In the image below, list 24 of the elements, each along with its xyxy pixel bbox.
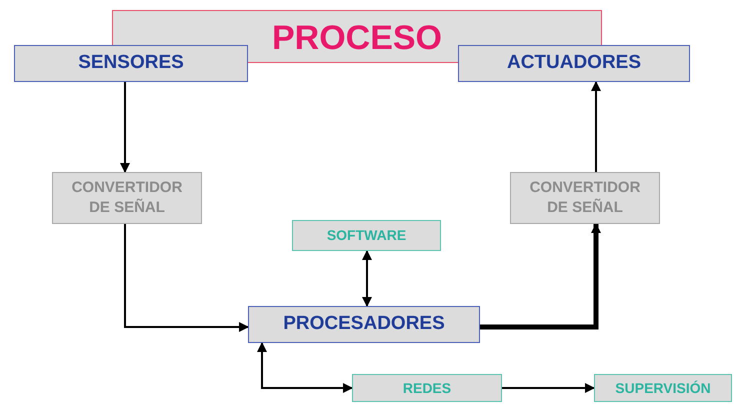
arrow (124, 224, 249, 332)
box-label: ACTUADORES (506, 51, 642, 76)
arrow (502, 383, 595, 393)
box-label: CONVERTIDOR DE SEÑAL (530, 178, 640, 218)
converter-box (510, 172, 660, 224)
module-box (594, 374, 732, 402)
box-label: SOFTWARE (326, 226, 406, 245)
module-box (352, 374, 502, 402)
arrow (362, 250, 372, 307)
box-label: REDES (402, 378, 452, 398)
box-label: PROCESADORES (283, 312, 445, 336)
arrow (591, 81, 601, 172)
box-label: PROCESO (272, 18, 442, 59)
process-box (14, 45, 248, 82)
arrow (120, 82, 130, 173)
arrow (257, 342, 353, 393)
module-box (292, 220, 441, 251)
process-box (458, 45, 690, 82)
box-label: SUPERVISIÓN (615, 378, 711, 398)
box-label: CONVERTIDOR DE SEÑAL (72, 178, 182, 218)
box-label: SENSORES (78, 51, 184, 76)
process-box (248, 306, 480, 343)
arrow (480, 223, 601, 330)
converter-box (52, 172, 202, 224)
